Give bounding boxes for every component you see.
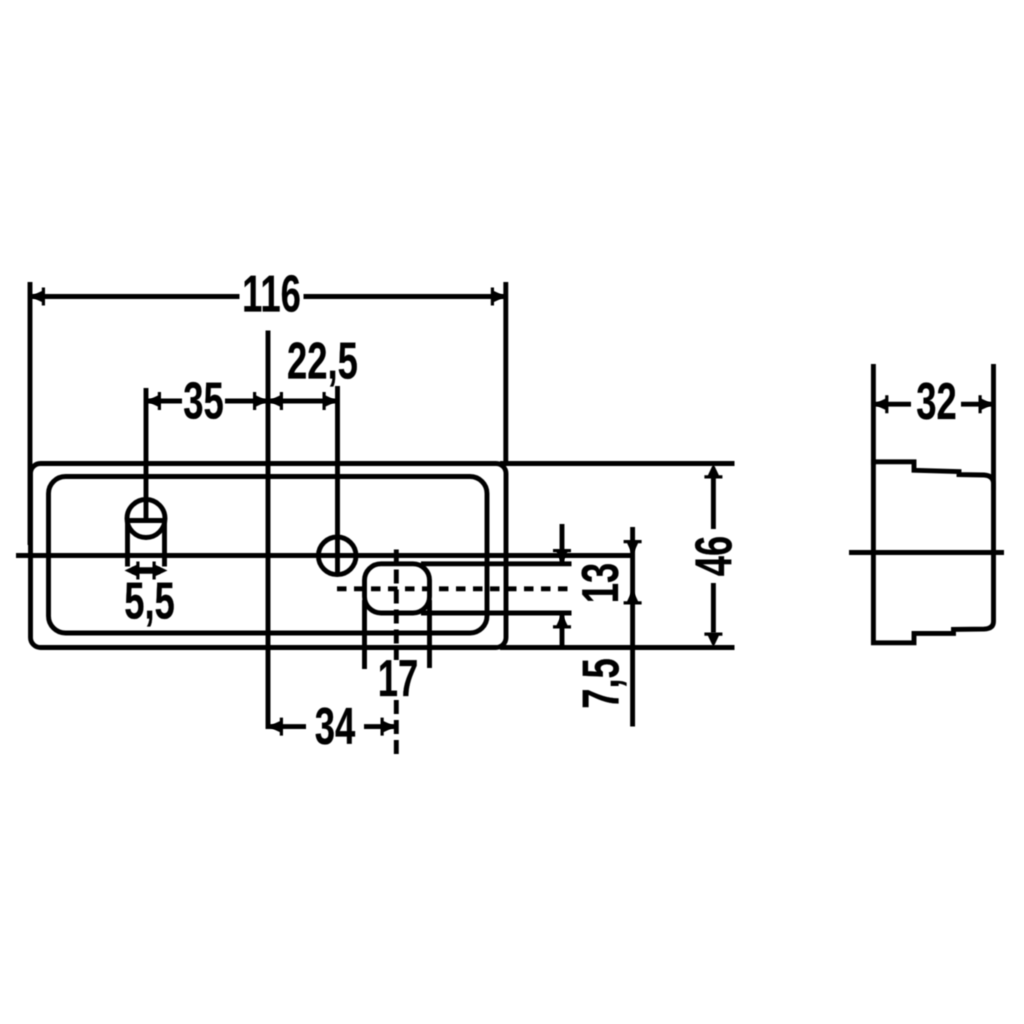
svg-text:7,5: 7,5 <box>571 658 630 709</box>
svg-text:13: 13 <box>570 563 629 603</box>
svg-text:17: 17 <box>378 648 418 707</box>
svg-text:116: 116 <box>242 264 301 323</box>
svg-text:35: 35 <box>183 371 223 430</box>
svg-text:46: 46 <box>684 536 743 576</box>
svg-text:34: 34 <box>315 696 356 755</box>
svg-text:5,5: 5,5 <box>124 571 175 630</box>
svg-text:32: 32 <box>916 371 956 430</box>
svg-text:22,5: 22,5 <box>287 331 358 390</box>
